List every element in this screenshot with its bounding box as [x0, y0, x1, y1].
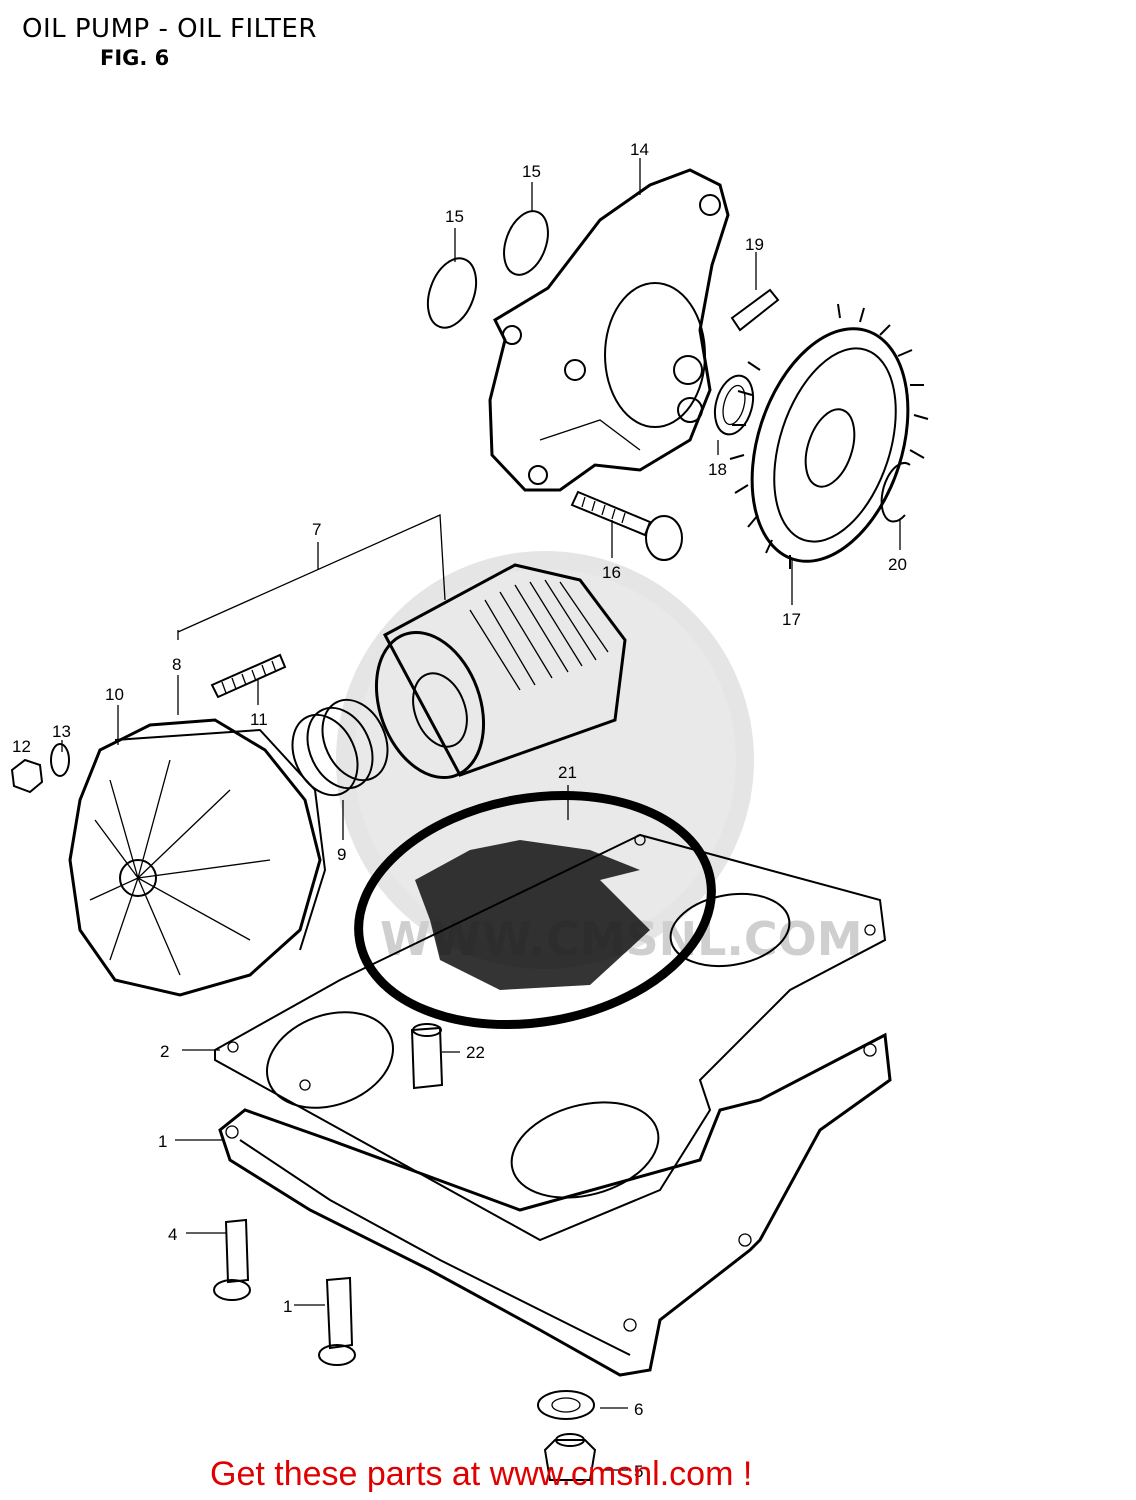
- part-label-22: 22: [466, 1043, 485, 1062]
- part-label-12: 12: [12, 737, 31, 756]
- drain-washer-6[interactable]: [537, 1390, 595, 1420]
- part-label-15-right: 15: [522, 162, 541, 181]
- oil-pan-gasket-2[interactable]: [214, 833, 887, 1242]
- part-label-9: 9: [337, 845, 346, 864]
- stud-bolt-11[interactable]: [210, 653, 287, 699]
- footer-purchase-link[interactable]: Get these parts at www.cmsnl.com !: [210, 1455, 753, 1493]
- drain-bolt-22[interactable]: [410, 1023, 444, 1090]
- part-label-21: 21: [558, 763, 577, 782]
- part-label-15-left: 15: [445, 207, 464, 226]
- drain-plug-5[interactable]: [543, 1433, 597, 1481]
- part-label-13: 13: [52, 722, 71, 741]
- o-ring-15-right[interactable]: [496, 205, 556, 281]
- part-label-17: 17: [782, 610, 801, 629]
- part-label-19: 19: [745, 235, 764, 254]
- part-label-8: 8: [172, 655, 181, 674]
- part-label-18: 18: [708, 460, 727, 479]
- spring-9[interactable]: [280, 689, 400, 805]
- cap-nut-12[interactable]: [10, 758, 44, 794]
- bolt-1[interactable]: [318, 1276, 356, 1366]
- leader-lines: [61, 158, 901, 1471]
- oil-filter-element-7[interactable]: [357, 563, 627, 793]
- part-label-14: 14: [630, 140, 649, 159]
- part-label-20: 20: [888, 555, 907, 574]
- oil-filter-cover-10[interactable]: [68, 718, 327, 997]
- part-label-6: 6: [634, 1400, 643, 1419]
- dowel-pin-19[interactable]: [730, 288, 780, 332]
- bolt-4[interactable]: [213, 1218, 251, 1301]
- part-label-4: 4: [168, 1225, 177, 1244]
- gasket-21[interactable]: [340, 769, 729, 1051]
- o-ring-15-left[interactable]: [419, 252, 485, 335]
- part-label-5: 5: [634, 1462, 643, 1481]
- part-label-10: 10: [105, 685, 124, 704]
- oil-pump-gear-17[interactable]: [724, 303, 935, 581]
- part-label-2: 2: [160, 1042, 169, 1061]
- diagram-title: OIL PUMP - OIL FILTER: [22, 14, 317, 44]
- part-label-11: 11: [250, 710, 268, 729]
- part-label-1: 1: [158, 1132, 167, 1151]
- part-label-1-lower: 1: [283, 1297, 292, 1316]
- washer-13[interactable]: [50, 743, 70, 777]
- part-number-labels: 2 1 4 1 6 5 7 8 9 10 11 12 13 14 15 15 1…: [12, 140, 907, 1481]
- figure-label: FIG. 6: [100, 46, 170, 70]
- part-label-16: 16: [602, 563, 621, 582]
- oil-pan-1[interactable]: [218, 1032, 892, 1377]
- bolt-16[interactable]: [570, 490, 683, 561]
- washer-18[interactable]: [709, 371, 759, 438]
- part-label-7: 7: [312, 520, 321, 539]
- oil-pump-body[interactable]: [488, 168, 730, 492]
- circlip-20[interactable]: [880, 462, 911, 523]
